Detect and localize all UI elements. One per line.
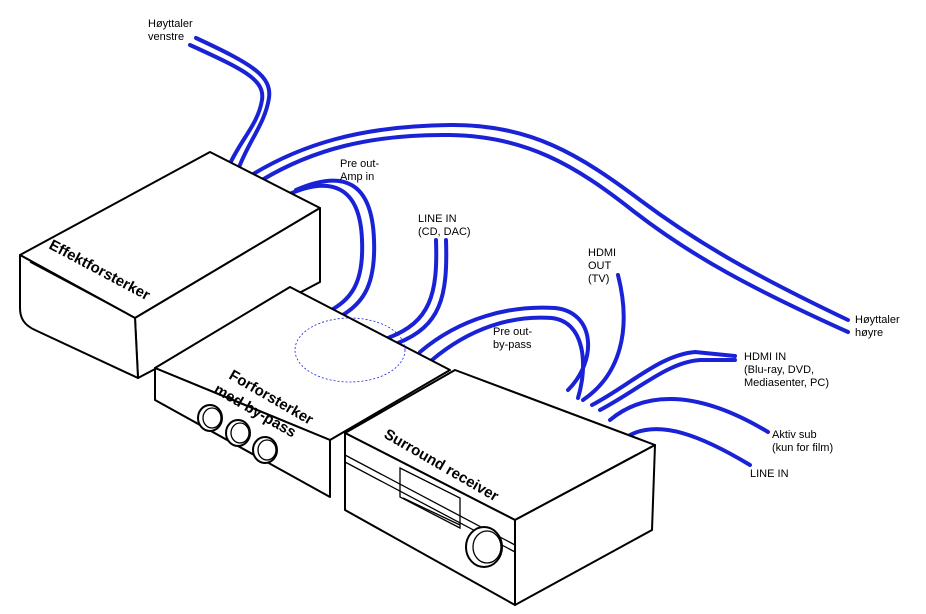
- label-hoyttaler-hoyre: Høyttaler høyre: [855, 314, 903, 339]
- line-in-cd-dac-cable: [386, 238, 449, 345]
- label-hdmi-out-tv: HDMI OUT (TV): [588, 247, 619, 285]
- label-hdmi-in: HDMI IN (Blu-ray, DVD, Mediasenter, PC): [744, 351, 829, 389]
- receiver-volume-knob[interactable]: [465, 526, 503, 568]
- forforsterker-device: Forforsterker med by-pass: [154, 286, 451, 498]
- input-selector-knob[interactable]: [252, 436, 278, 464]
- label-pre-out-by-pass: Pre out- by-pass: [493, 326, 535, 351]
- label-hoyttaler-venstre: Høyttaler venstre: [148, 18, 196, 43]
- label-pre-out-amp-in: Pre out- Amp in: [340, 158, 382, 183]
- speaker-cable-left: [188, 36, 272, 172]
- hidden-cable-outline: [294, 317, 406, 383]
- pre-out-by-pass-cable: [418, 305, 591, 400]
- hdmi-out-tv-cable: [581, 273, 626, 402]
- display-panel: [399, 466, 461, 530]
- volume-knob[interactable]: [197, 404, 223, 432]
- surround-receiver-device: Surround receiver: [344, 369, 656, 606]
- label-aktivsub: Aktiv sub (kun for film): [772, 429, 833, 454]
- label-line-in-cd-dac: LINE IN (CD, DAC): [418, 213, 471, 238]
- effektforsterker-device: Effektforsterker: [19, 151, 321, 379]
- line-in-cable: [628, 427, 752, 467]
- speaker-cable-right: [248, 122, 850, 334]
- aktiv-sub-cable: [608, 397, 770, 434]
- pre-out-amp-in-cable: [283, 178, 377, 320]
- balance-knob[interactable]: [225, 419, 251, 447]
- label-line-in: LINE IN: [750, 468, 789, 480]
- hdmi-in-cable: [590, 350, 737, 412]
